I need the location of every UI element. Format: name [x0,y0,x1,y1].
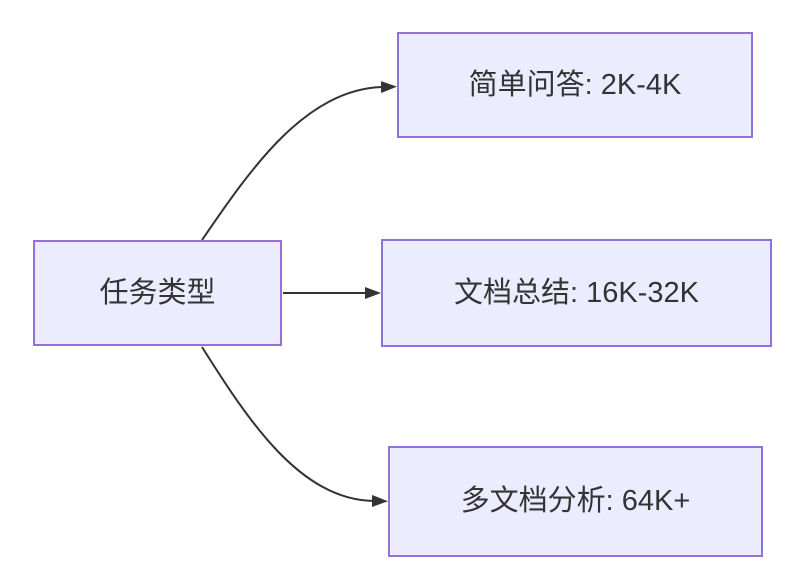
node-multi-doc-analysis-label: 多文档分析: 64K+ [460,485,691,518]
edge-task-type-to-simple-qa [201,81,397,241]
node-task-type-label: 任务类型 [99,276,216,309]
node-doc-summary: 文档总结: 16K-32K [381,239,772,347]
node-simple-qa-label: 简单问答: 2K-4K [468,68,682,101]
node-task-type: 任务类型 [33,240,282,346]
node-doc-summary-label: 文档总结: 16K-32K [454,276,699,309]
node-simple-qa: 简单问答: 2K-4K [397,32,753,138]
node-multi-doc-analysis: 多文档分析: 64K+ [388,446,763,557]
edge-task-type-to-multi-doc [201,346,388,507]
